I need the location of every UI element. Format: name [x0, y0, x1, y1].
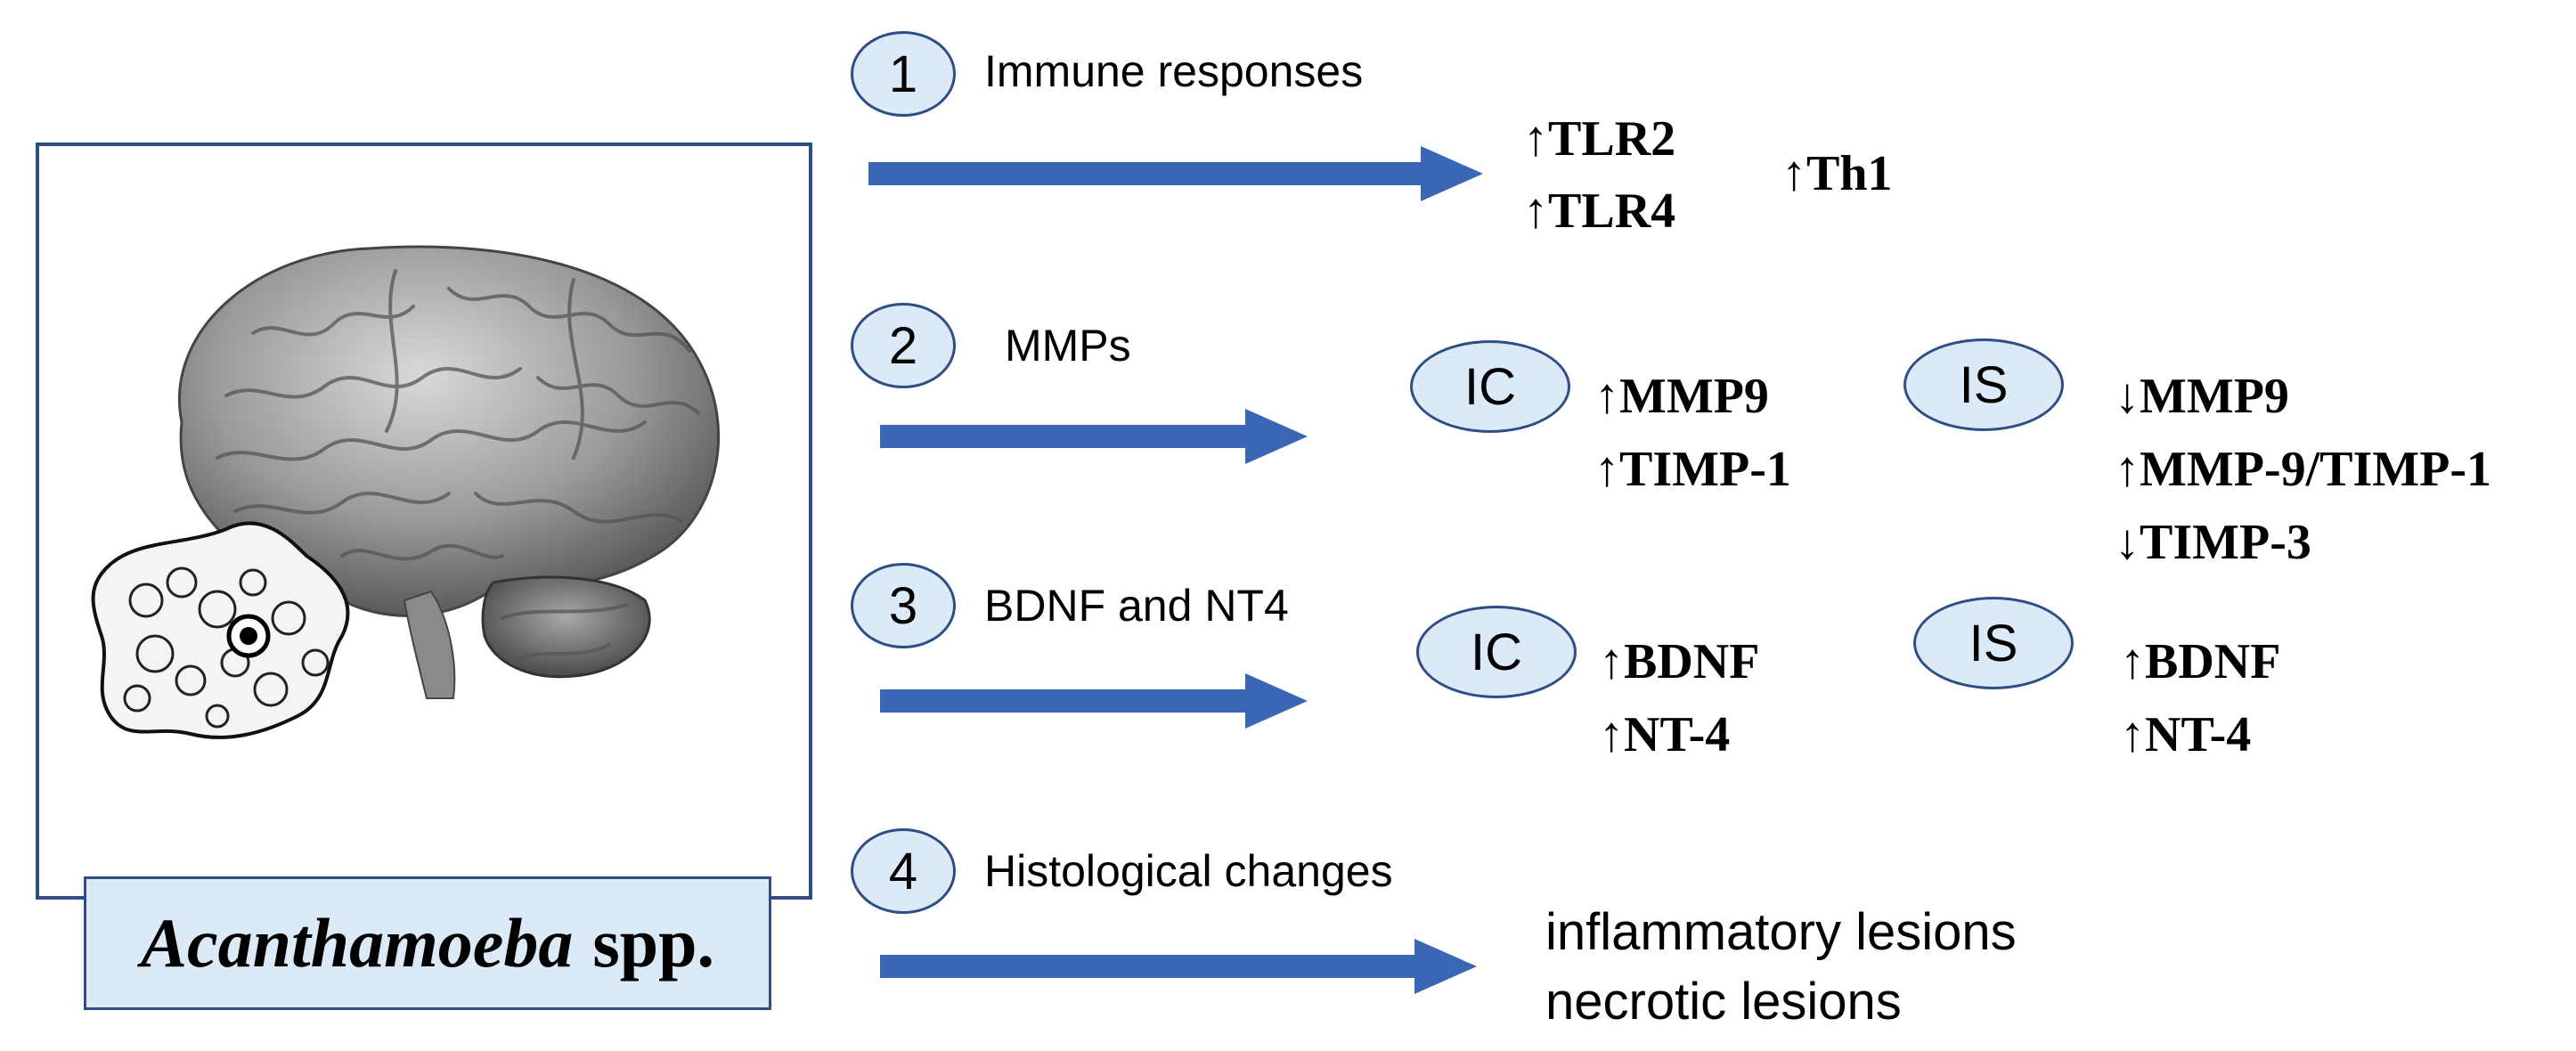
- step-4-label: Histological changes: [984, 846, 1393, 896]
- step-3-number-badge: 3: [851, 563, 956, 648]
- organism-panel: Acanthamoeba spp.: [36, 143, 812, 1010]
- step-4-outcome-inflammatory: inflammatory lesions: [1545, 903, 2017, 961]
- step-1-label: Immune responses: [984, 46, 1364, 96]
- step-3-ic-marker-nt4: ↑NT-4: [1599, 707, 1731, 762]
- step-1-marker-th1: ↑Th1: [1781, 146, 1893, 201]
- step-3-label: BDNF and NT4: [984, 581, 1289, 631]
- step-2-arrow: [880, 409, 1308, 464]
- step-2-ic-tag: IC: [1410, 340, 1570, 433]
- step-4-arrow: [880, 939, 1477, 994]
- step-3-is-marker-bdnf: ↑BDNF: [2120, 634, 2281, 689]
- step-2-is-tag: IS: [1903, 338, 2064, 431]
- step-3-ic-marker-bdnf: ↑BDNF: [1599, 634, 1760, 689]
- step-4-number-badge: 4: [851, 828, 956, 914]
- step-1-arrow: [868, 146, 1483, 201]
- step-3-ic-tag: IC: [1416, 606, 1577, 698]
- organism-label: Acanthamoeba spp.: [84, 876, 771, 1010]
- step-4-outcome-necrotic: necrotic lesions: [1545, 973, 1902, 1031]
- step-3-is-tag: IS: [1913, 597, 2074, 689]
- step-1-number-badge: 1: [851, 31, 956, 117]
- step-3-is-marker-nt4: ↑NT-4: [2120, 707, 2252, 762]
- step-2-label: MMPs: [1005, 321, 1131, 371]
- organism-suffix: spp.: [592, 904, 714, 982]
- step-2-ic-marker-timp1: ↑TIMP-1: [1594, 442, 1791, 497]
- step-3-arrow: [880, 673, 1308, 729]
- organism-genus: Acanthamoeba: [141, 904, 574, 982]
- step-2-is-marker-mmp9: ↓MMP9: [2115, 369, 2289, 424]
- step-2-is-marker-timp3: ↓TIMP-3: [2115, 515, 2311, 570]
- brain-illustration: [91, 245, 721, 739]
- step-1-marker-tlr2: ↑TLR2: [1523, 111, 1676, 167]
- step-1-marker-tlr4: ↑TLR4: [1523, 183, 1676, 239]
- step-2-number-badge: 2: [851, 303, 956, 388]
- step-2-is-marker-mmp9-timp1: ↑MMP-9/TIMP-1: [2115, 442, 2491, 497]
- step-2-ic-marker-mmp9: ↑MMP9: [1594, 369, 1769, 424]
